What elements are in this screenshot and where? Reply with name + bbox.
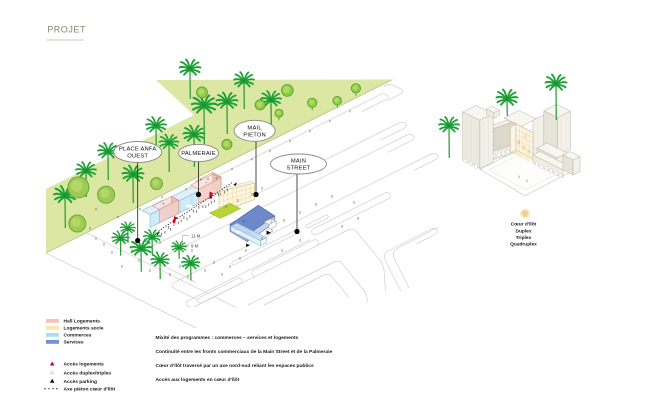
svg-text:Duplex: Duplex [516, 228, 532, 234]
svg-text:Commerces: Commerces [64, 333, 92, 339]
svg-text:Accès duplex/triples: Accès duplex/triples [64, 370, 112, 376]
svg-text:Accès aux logements en cœur d’: Accès aux logements en cœur d’îlôt [156, 377, 240, 383]
svg-text:Accès parking: Accès parking [64, 379, 97, 385]
svg-text:11 M: 11 M [191, 233, 201, 238]
svg-text:Triplex: Triplex [516, 235, 532, 241]
svg-text:PALMERAIE: PALMERAIE [181, 151, 216, 157]
svg-text:MAIN: MAIN [291, 159, 306, 165]
svg-text:Axe piéton cœur d’îlôt: Axe piéton cœur d’îlôt [64, 387, 116, 393]
svg-text:Hall Logements: Hall Logements [64, 319, 101, 325]
svg-text:Accès logements: Accès logements [64, 362, 105, 368]
svg-text:PLACE ANFA: PLACE ANFA [119, 147, 156, 153]
svg-text:OUEST: OUEST [127, 154, 148, 160]
svg-text:Logements socle: Logements socle [64, 326, 104, 332]
svg-text:Services: Services [64, 340, 84, 346]
svg-text:PIETON: PIETON [243, 132, 266, 138]
svg-text:Mixité des programmes : commer: Mixité des programmes : commerces – serv… [156, 335, 299, 341]
svg-text:PROJET: PROJET [47, 24, 86, 34]
svg-text:9 M: 9 M [191, 243, 199, 248]
svg-text:Quadruplex: Quadruplex [510, 242, 537, 248]
svg-text:STREET: STREET [286, 166, 310, 172]
svg-text:Cœur d’îlôt: Cœur d’îlôt [511, 222, 537, 228]
svg-text:MAIL: MAIL [247, 125, 262, 131]
svg-text:Continuité entre les fronts co: Continuité entre les fronts commerciaux … [156, 349, 333, 355]
svg-text:Cœur d’îlôt traversé par un ax: Cœur d’îlôt traversé par un axe nord-sud… [156, 363, 314, 369]
